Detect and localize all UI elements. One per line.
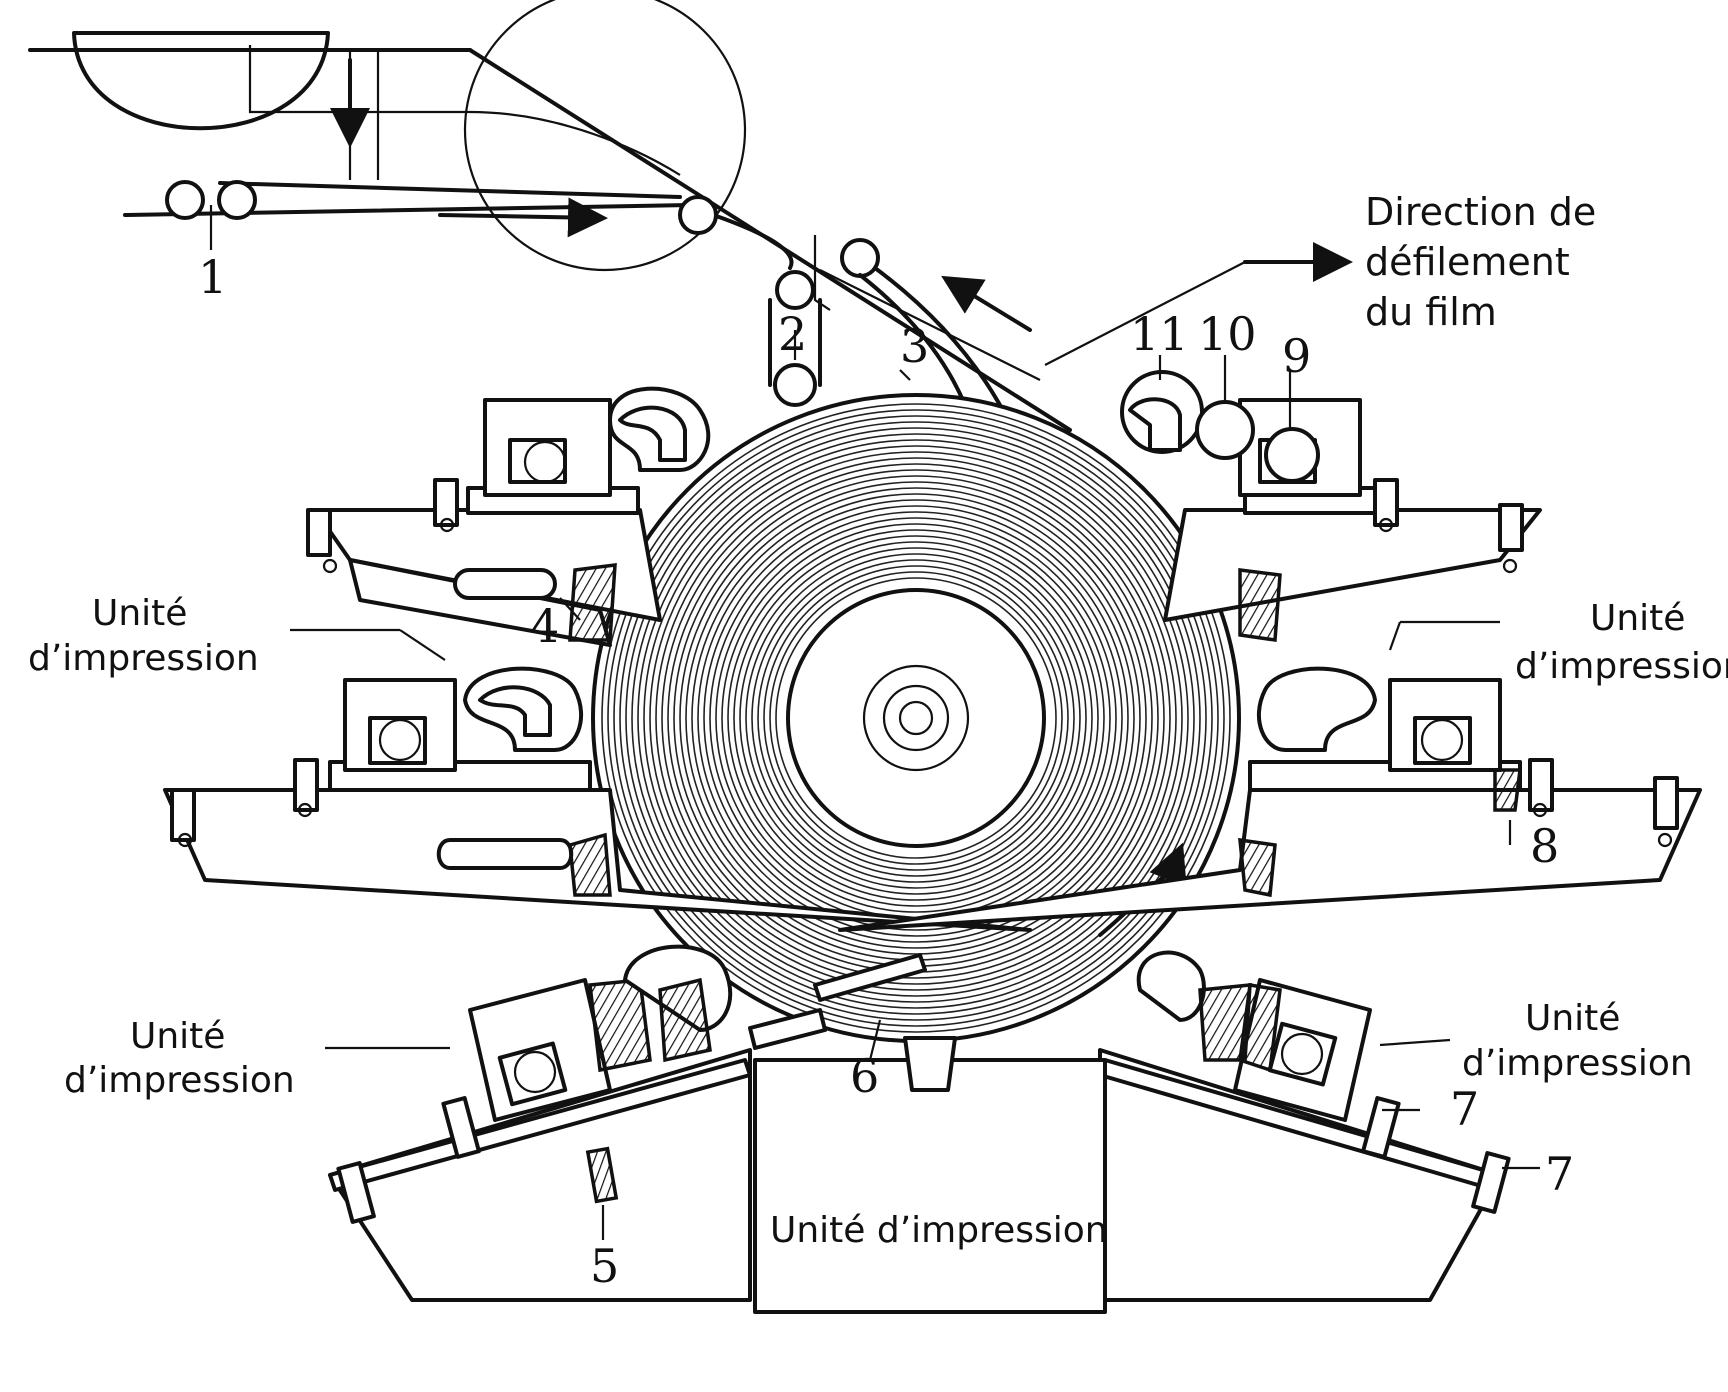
drum-ring bbox=[625, 427, 1207, 1009]
unit-label-ll-line1: Unité bbox=[130, 1016, 225, 1057]
label-1: 1 bbox=[198, 250, 227, 304]
nip-roller-1a bbox=[165, 180, 205, 220]
label-7b: 7 bbox=[1545, 1147, 1574, 1201]
drum-ring bbox=[601, 403, 1231, 1033]
leader-lines bbox=[559, 242, 1512, 1240]
label-6: 6 bbox=[850, 1049, 879, 1103]
drum-ring bbox=[745, 547, 1087, 889]
label-4: 4 bbox=[530, 599, 559, 653]
unit-label-upper-right: Unité d’impression bbox=[1515, 598, 1728, 687]
printing-unit-right bbox=[838, 620, 1702, 932]
unit-label-ul-line2: d’impression bbox=[28, 638, 259, 679]
drum-ring bbox=[607, 409, 1225, 1027]
label-5: 5 bbox=[590, 1239, 619, 1293]
impression-drum bbox=[591, 393, 1241, 1043]
label-8: 8 bbox=[1530, 819, 1559, 873]
drum-ring bbox=[733, 535, 1099, 901]
roller-2-upper bbox=[775, 270, 815, 310]
direction-label: Direction de défilement du film bbox=[1365, 190, 1596, 334]
drum-ring bbox=[739, 541, 1093, 895]
roller-2-lower bbox=[773, 363, 817, 407]
drum-ring bbox=[679, 481, 1153, 955]
drum-ring bbox=[685, 487, 1147, 949]
direction-line-1: Direction de bbox=[1365, 190, 1596, 234]
roller-a bbox=[678, 195, 718, 235]
drum-ring bbox=[697, 499, 1135, 937]
drum-ring bbox=[649, 451, 1183, 985]
drum-ring bbox=[775, 577, 1057, 859]
drum-ring bbox=[721, 523, 1111, 913]
drum-ring bbox=[769, 571, 1063, 865]
unit-label-lr-line1: Unité bbox=[1525, 998, 1620, 1039]
unit-label-lower-right: Unité d’impression bbox=[1462, 998, 1693, 1084]
drum-ring bbox=[691, 493, 1141, 943]
label-7a: 7 bbox=[1450, 1082, 1479, 1136]
label-11: 11 bbox=[1130, 307, 1189, 361]
printing-unit-upper-left bbox=[306, 386, 711, 647]
drum-ring bbox=[703, 505, 1129, 931]
unit-label-lower-left: Unité d’impression bbox=[64, 1016, 295, 1101]
drum-ring bbox=[631, 433, 1201, 1003]
printing-unit-left bbox=[163, 628, 1032, 932]
drum-ring bbox=[727, 529, 1105, 907]
machine-base bbox=[748, 953, 1107, 1314]
drum-ring bbox=[751, 553, 1081, 883]
printing-unit-lower-right bbox=[1098, 950, 1540, 1302]
unit-label-lr-line2: d’impression bbox=[1462, 1043, 1693, 1084]
unit-label-ul-line1: Unité bbox=[92, 593, 187, 634]
unit-label-bottom: Unité d’impression bbox=[770, 1210, 1108, 1251]
drum-ring bbox=[655, 457, 1177, 979]
drum-ring bbox=[613, 415, 1219, 1021]
nip-roller-1b bbox=[217, 180, 257, 220]
printing-unit-upper-right bbox=[1120, 370, 1542, 642]
unit-label-upper-left: Unité d’impression bbox=[28, 593, 259, 679]
drum-ring bbox=[757, 559, 1075, 877]
unit-label-ur-line1: Unité bbox=[1590, 598, 1685, 639]
drum-ring bbox=[637, 439, 1195, 997]
printing-unit-lower-left bbox=[325, 944, 752, 1302]
label-9: 9 bbox=[1282, 329, 1311, 383]
unwind-section bbox=[28, 0, 1072, 432]
roller-3 bbox=[840, 238, 880, 278]
label-3: 3 bbox=[900, 319, 929, 373]
drum-ring bbox=[643, 445, 1189, 991]
direction-line-3: du film bbox=[1365, 290, 1497, 334]
unit-label-ll-line2: d’impression bbox=[64, 1060, 295, 1101]
direction-line-2: défilement bbox=[1365, 240, 1570, 284]
label-10: 10 bbox=[1198, 307, 1257, 361]
label-2: 2 bbox=[778, 307, 807, 361]
drum-ring bbox=[619, 421, 1213, 1015]
drum-ring bbox=[763, 565, 1069, 871]
detail-circle bbox=[463, 0, 747, 272]
unit-label-ur-line2: d’impression bbox=[1515, 646, 1728, 687]
